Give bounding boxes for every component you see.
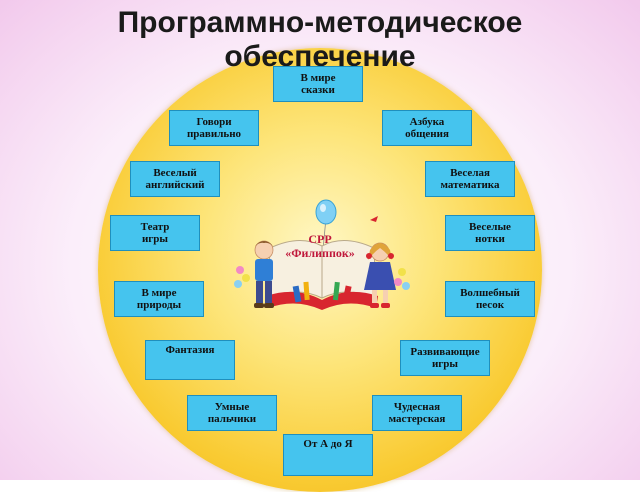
node-v-mire-prirody: В мире природы bbox=[114, 281, 204, 317]
boy-icon bbox=[254, 240, 274, 308]
flowers-icon bbox=[234, 266, 410, 290]
page-title: Программно-методическое обеспечение bbox=[0, 6, 640, 74]
node-ot-a-do-ya: От А до Я bbox=[283, 434, 373, 476]
node-vesely-angliysky: Веселый английский bbox=[130, 161, 220, 197]
balloon-icon bbox=[315, 199, 337, 225]
node-chudesnaya-masterskaya: Чудесная мастерская bbox=[372, 395, 462, 431]
node-volshebny-pesok: Волшебный песок bbox=[445, 281, 535, 317]
node-razvivayushchie-igry: Развивающие игры bbox=[400, 340, 490, 376]
node-azbuka-obshcheniya: Азбука общения bbox=[382, 110, 472, 146]
node-teatr-igry: Театр игры bbox=[110, 215, 200, 251]
node-v-mire-skazki: В мире сказки bbox=[273, 66, 363, 102]
bird-icon bbox=[370, 216, 378, 222]
node-fantaziya: Фантазия bbox=[145, 340, 235, 380]
girl-icon bbox=[364, 242, 396, 308]
node-umnye-palchiki: Умные пальчики bbox=[187, 395, 277, 431]
book-illustration bbox=[234, 199, 410, 310]
title-line-1: Программно-методическое bbox=[117, 6, 523, 39]
node-veselye-notki: Веселые нотки bbox=[445, 215, 535, 251]
node-veselaya-matematika: Веселая математика bbox=[425, 161, 515, 197]
center-label: СРР «Филиппок» bbox=[285, 232, 355, 260]
node-govori-pravilno: Говори правильно bbox=[169, 110, 259, 146]
